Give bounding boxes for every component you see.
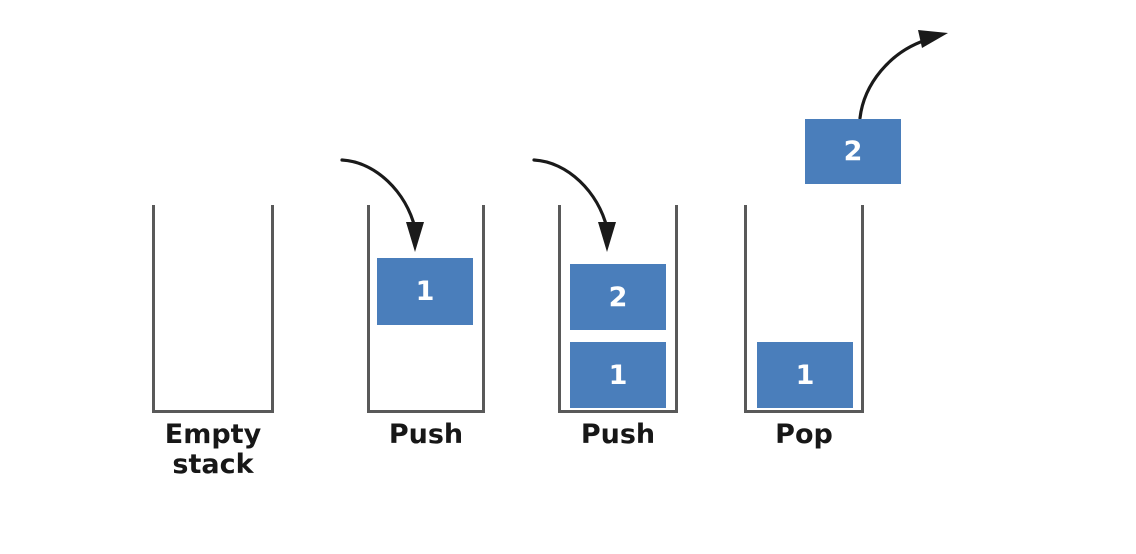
stack-block-value: 1: [608, 359, 628, 391]
stack-block-value: 2: [608, 281, 628, 313]
stack-block-push-two-bottom: 1: [570, 342, 666, 408]
stack-block-value: 1: [415, 276, 435, 307]
stack-caption-push-two: Push: [580, 419, 656, 450]
stack-caption-push-one: Push: [388, 419, 464, 450]
stack-block-popped: 2: [805, 119, 901, 184]
stack-caption-pop: Pop: [775, 419, 833, 450]
pop-arrow: [858, 30, 948, 120]
stack-container-pop: [744, 205, 864, 413]
stack-block-value: 1: [795, 359, 815, 391]
stack-block-push-one-top: 1: [377, 258, 473, 325]
stack-block-value: 2: [843, 136, 863, 167]
stack-caption-empty: Empty stack: [164, 419, 262, 481]
stack-container-push-one: [367, 205, 485, 413]
stack-container-empty: [152, 205, 274, 413]
stack-block-pop-bottom: 1: [757, 342, 853, 408]
stack-container-push-two: [558, 205, 678, 413]
stack-block-push-two-top: 2: [570, 264, 666, 330]
